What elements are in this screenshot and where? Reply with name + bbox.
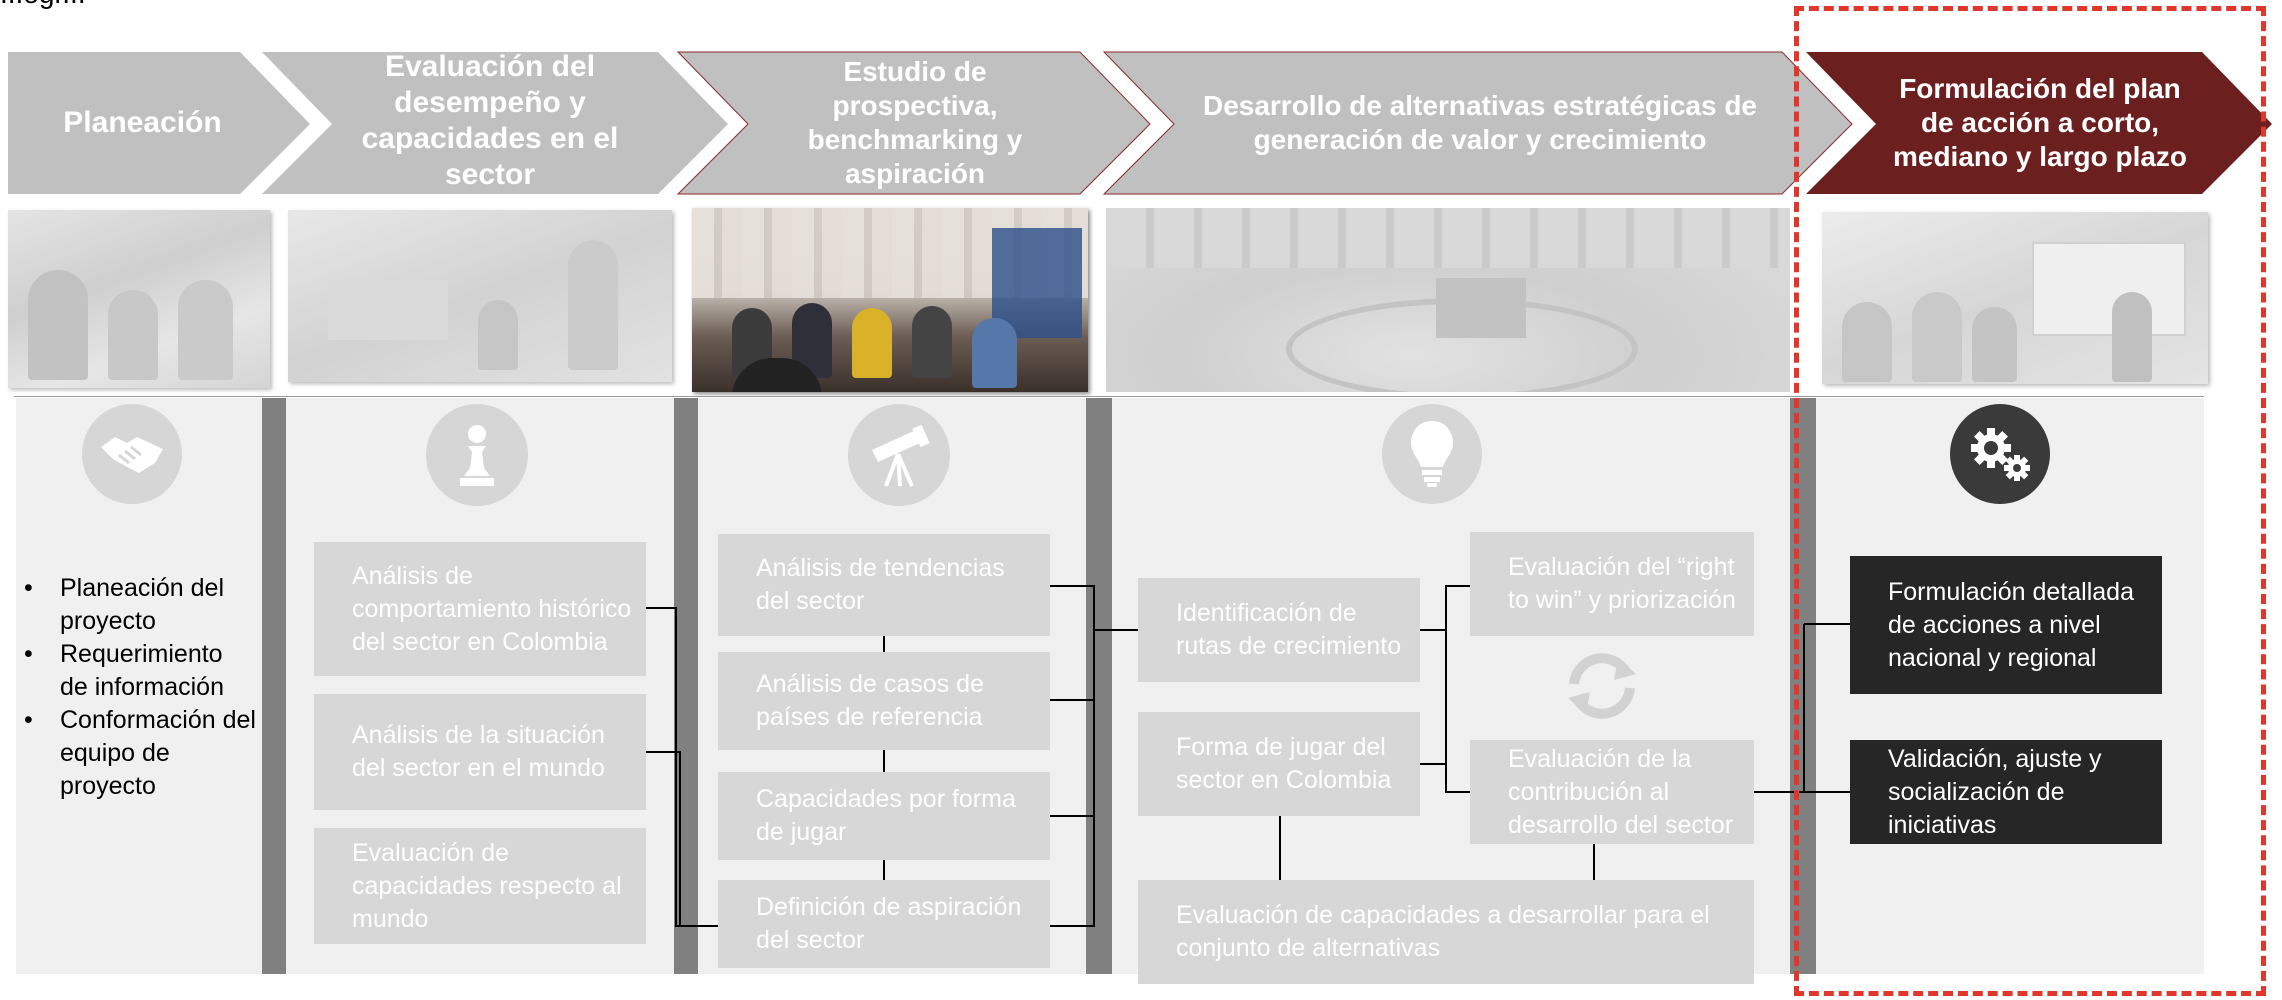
phase-chevron-estudio [676,51,1151,195]
phase-label-evaluacion: Evaluación del desempeño y capacidades e… [361,50,619,191]
phase-chevron-planeacion [8,52,310,194]
phase-chevron-evaluacion [262,52,728,194]
box-evaluacion-capacidades-mundo: Evaluación de capacidades respecto al mu… [314,828,646,944]
planeacion-item: Requerimiento de información [24,638,256,704]
gears-icon [1950,404,2050,504]
phase-chevron-desarrollo [1102,51,1853,195]
highlight-frame [1794,6,2266,996]
planeacion-bullet-list: Planeación del proyecto Requerimiento de… [24,572,256,803]
handshake-icon [82,404,182,504]
refresh-cycle-icon [1560,644,1644,728]
box-capacidades-forma: Capacidades por forma de jugar [718,772,1050,860]
box-tendencias: Análisis de tendencias del sector [718,534,1050,636]
photo-evaluacion [288,210,672,382]
separator-3 [1086,398,1112,974]
photo-desarrollo [1106,208,1790,392]
box-forma-jugar-colombia: Forma de jugar del sector en Colombia [1138,712,1420,816]
planeacion-item: Conformación del equipo de proyecto [24,704,256,803]
box-capacidades-alternativas: Evaluación de capacidades a desarrollar … [1138,880,1754,984]
phase-label-planeacion: Planeación [63,106,222,139]
divider-line [14,396,2204,397]
photo-planeacion [8,210,270,388]
box-analisis-historico: Análisis de comportamiento histórico del… [314,542,646,676]
phase-label-estudio: Estudio de prospectiva, benchmarking y a… [807,56,1023,189]
box-identificacion-rutas: Identificación de rutas de crecimiento [1138,578,1420,682]
separator-1 [262,398,286,974]
telescope-icon [848,404,950,506]
phase-chevron-formulacion [1806,52,2272,194]
box-validacion-ajuste: Validación, ajuste y socialización de in… [1850,740,2162,844]
box-casos-paises: Análisis de casos de países de referenci… [718,652,1050,750]
photo-formulacion [1822,212,2208,384]
box-contribucion-desarrollo: Evaluación de la contribución al desarro… [1470,740,1754,844]
photo-estudio [692,208,1088,392]
box-analisis-mundo: Análisis de la situación del sector en e… [314,694,646,810]
separator-2 [674,398,698,974]
top-text-fragment: ...ogr... [0,0,86,10]
planeacion-item: Planeación del proyecto [24,572,256,638]
phase-label-desarrollo: Desarrollo de alternativas estratégicas … [1202,90,1758,155]
lightbulb-icon [1382,404,1482,504]
box-right-to-win: Evaluación del “right to win” y prioriza… [1470,532,1754,636]
chess-pawn-icon [426,404,528,506]
phase-label-formulacion: Formulación del plan de acción a corto, … [1892,73,2188,172]
box-formulacion-detallada: Formulación detallada de acciones a nive… [1850,556,2162,694]
box-definicion-aspiracion: Definición de aspiración del sector [718,880,1050,968]
